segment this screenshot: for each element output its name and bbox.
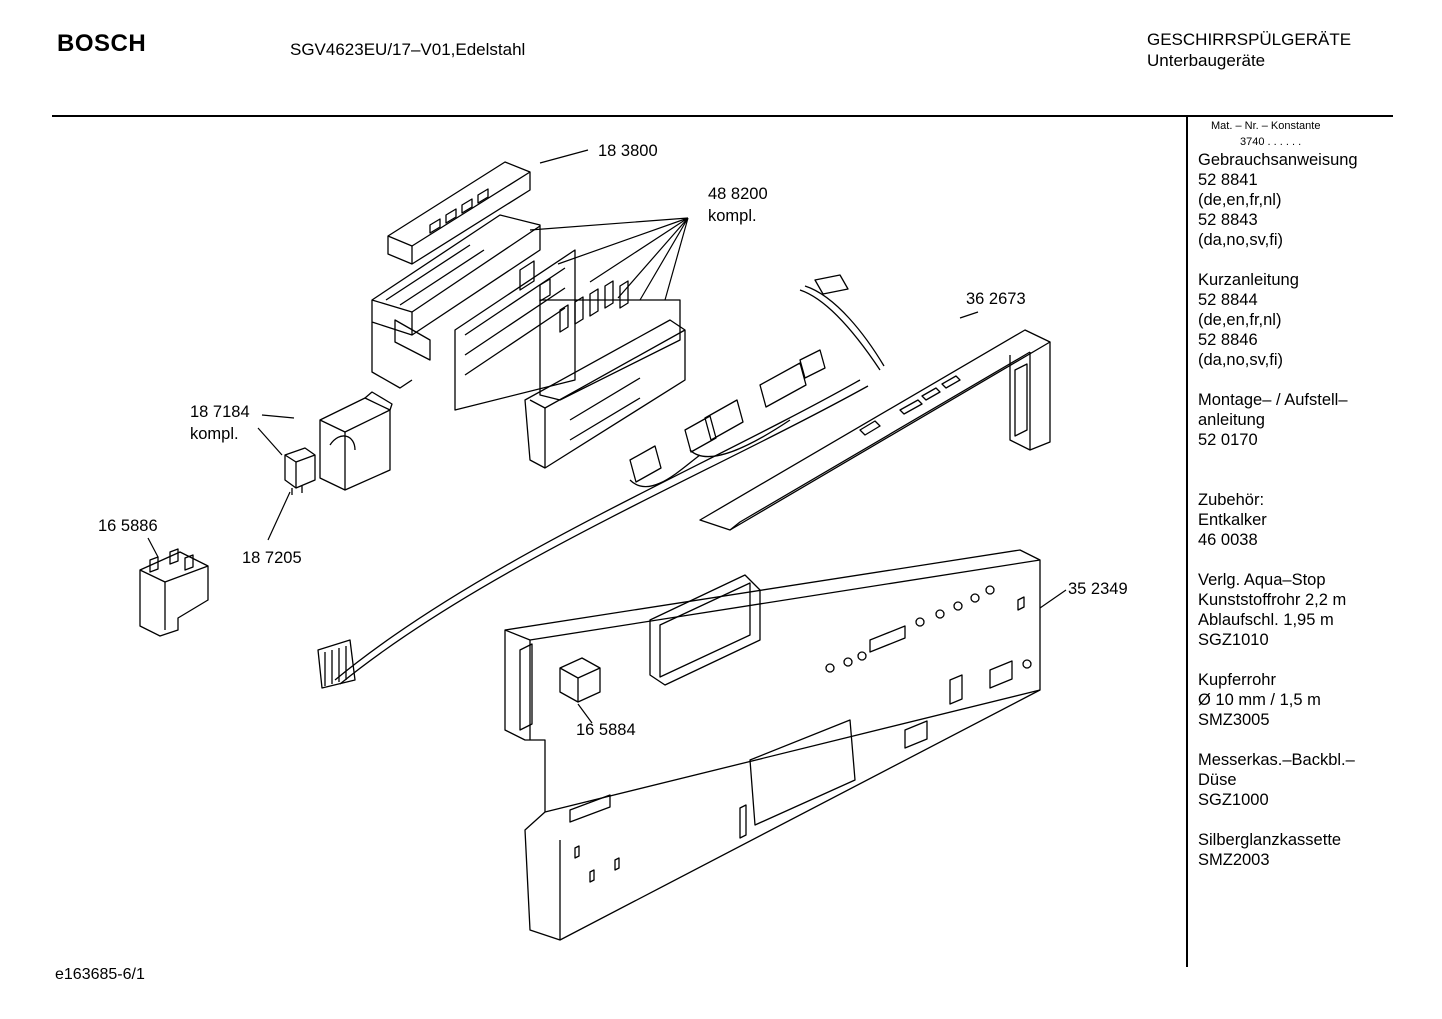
sidebar-line: 52 0170 [1198, 431, 1258, 449]
part-wire-harness [317, 274, 885, 689]
callout-165886: 16 5886 [98, 517, 158, 535]
sidebar-spacer [1198, 250, 1388, 270]
category-title: GESCHIRRSPÜLGERÄTE [1147, 30, 1352, 49]
part-165886-connector-block [139, 548, 209, 637]
sidebar-line: (da,no,sv,fi) [1198, 351, 1283, 369]
part-187184-switch-assembly [319, 391, 393, 491]
sidebar-spacer [1198, 450, 1388, 470]
callout-488200-note: kompl. [708, 207, 757, 225]
sidebar-spacer [1198, 470, 1388, 490]
callout-488200: 48 8200 [708, 185, 768, 203]
sidebar-line: 52 8846 [1198, 331, 1258, 349]
part-362673-cover-panel [699, 329, 1051, 531]
matnr-label: Mat. – Nr. – Konstante [1211, 120, 1321, 132]
konstante-value: 3740 . . . . . . [1240, 136, 1302, 148]
sidebar-line: 52 8841 [1198, 171, 1258, 189]
parts-sidebar: Gebrauchsanweisung 52 8841 (de,en,fr,nl) 52… [1198, 150, 1388, 870]
part-165884-cube [559, 657, 601, 703]
model-title: SGV4623EU/17–V01,Edelstahl [290, 40, 526, 59]
exploded-parts-diagram [139, 149, 1067, 941]
part-352349-front-panel [504, 549, 1041, 941]
sidebar-line: Kurzanleitung [1198, 271, 1299, 289]
sidebar-line: Ø 10 mm / 1,5 m [1198, 691, 1321, 709]
sidebar-line: Gebrauchsanweisung [1198, 151, 1358, 169]
brand-logo: BOSCH [57, 30, 147, 57]
sidebar-line: Kunststoffrohr 2,2 m [1198, 591, 1347, 609]
sidebar-spacer [1198, 810, 1388, 830]
subcategory-title: Unterbaugeräte [1147, 51, 1266, 70]
sidebar-line: Ablaufschl. 1,95 m [1198, 611, 1334, 629]
part-183800-button-strip [387, 161, 531, 265]
sidebar-line: Düse [1198, 771, 1237, 789]
sidebar-line: Messerkas.–Backbl.– [1198, 751, 1355, 769]
callout-362673: 36 2673 [966, 290, 1026, 308]
sidebar-line: Verlg. Aqua–Stop [1198, 571, 1326, 589]
sidebar-spacer [1198, 370, 1388, 390]
part-488200-control-module [371, 214, 686, 469]
sidebar-line: SMZ2003 [1198, 851, 1270, 869]
part-187205-component [284, 447, 316, 495]
sidebar-line: Montage– / Aufstell– [1198, 391, 1348, 409]
sidebar-line: SGZ1000 [1198, 791, 1269, 809]
sidebar-spacer [1198, 650, 1388, 670]
sidebar-line: anleitung [1198, 411, 1265, 429]
sidebar-spacer [1198, 730, 1388, 750]
sidebar-line: Entkalker [1198, 511, 1267, 529]
sidebar-line: Silberglanzkassette [1198, 831, 1342, 849]
callout-352349: 35 2349 [1068, 580, 1128, 598]
document-code: e163685-6/1 [55, 966, 145, 983]
sidebar-line: 52 8843 [1198, 211, 1258, 229]
callout-183800: 18 3800 [598, 142, 658, 160]
callout-187184: 18 7184 [190, 403, 250, 421]
callout-187184-note: kompl. [190, 425, 239, 443]
sidebar-line: (de,en,fr,nl) [1198, 191, 1282, 209]
sidebar-line: 52 8844 [1198, 291, 1258, 309]
callout-187205: 18 7205 [242, 549, 302, 567]
header-divider [52, 115, 1393, 117]
sidebar-line: SGZ1010 [1198, 631, 1269, 649]
sidebar-line: (de,en,fr,nl) [1198, 311, 1282, 329]
sidebar-line: SMZ3005 [1198, 711, 1270, 729]
sidebar-line: (da,no,sv,fi) [1198, 231, 1283, 249]
sidebar-line: Zubehör: [1198, 491, 1265, 509]
sidebar-spacer [1198, 550, 1388, 570]
sidebar-divider [1186, 117, 1188, 967]
sidebar-line: Kupferrohr [1198, 671, 1276, 689]
callout-165884: 16 5884 [576, 721, 636, 739]
callout-leader-lines [147, 149, 1067, 724]
sidebar-line: 46 0038 [1198, 531, 1258, 549]
